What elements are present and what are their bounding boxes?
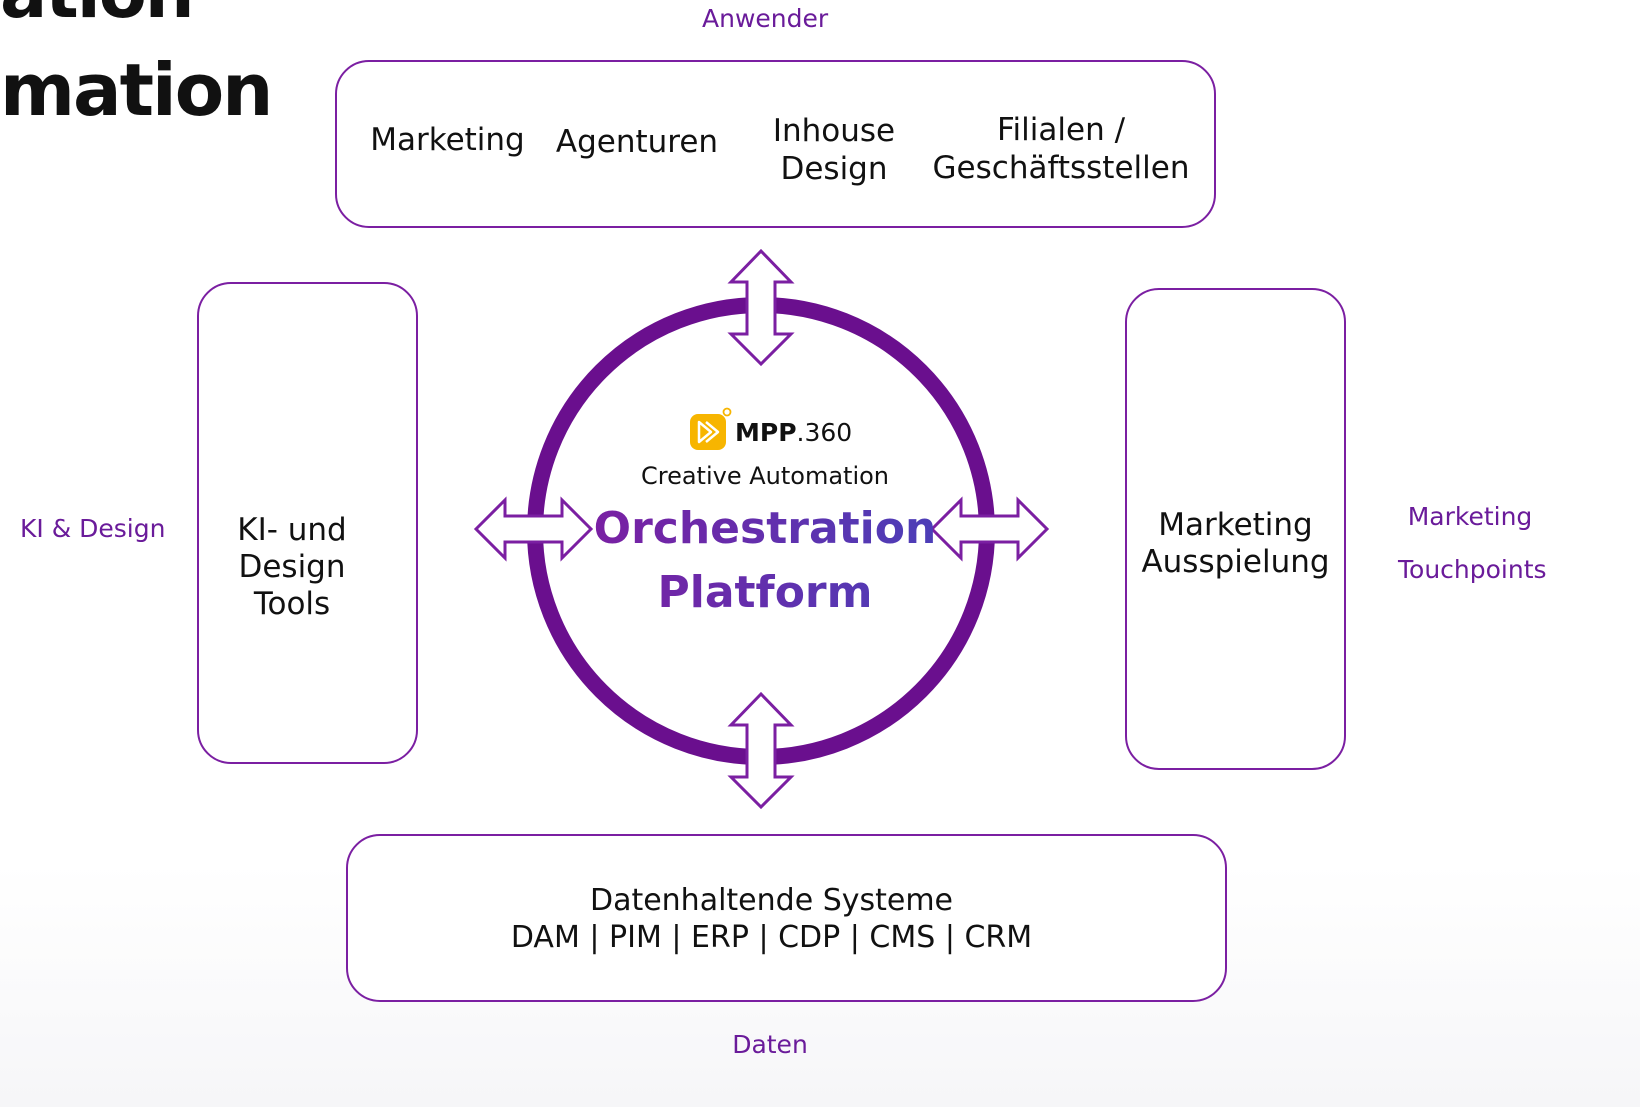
mpp-logo-icon — [690, 407, 732, 450]
ausspielung-line-1: Marketing — [1158, 507, 1313, 543]
user-agenturen: Agenturen — [555, 124, 719, 160]
arrow-left-icon — [473, 496, 594, 562]
arrow-right-icon — [929, 496, 1050, 562]
orchestration-platform-title: Orchestration Platform — [581, 497, 949, 625]
brand-name: MPP.360 — [735, 418, 852, 448]
data-systems-title: Datenhaltende Systeme — [589, 883, 954, 918]
user-inhouse-design: Inhouse Design — [755, 112, 913, 188]
heading-line-1: ation — [0, 0, 195, 34]
user-marketing: Marketing — [370, 122, 525, 158]
users-box — [335, 60, 1216, 228]
user-inhouse-line-2: Design — [780, 151, 888, 187]
label-marketing: Marketing — [1407, 502, 1533, 531]
label-ki-design: KI & Design — [20, 514, 166, 543]
title-platform: Platform — [581, 561, 949, 625]
arrow-bottom-icon — [727, 691, 795, 810]
creative-automation-subtitle: Creative Automation — [640, 462, 890, 490]
marketing-ausspielung-text: Marketing Ausspielung — [1135, 507, 1336, 581]
ki-line-1: KI- und — [237, 512, 347, 548]
user-inhouse-line-1: Inhouse — [772, 113, 896, 149]
brand-name-rest: .360 — [796, 418, 853, 447]
ki-line-3: Tools — [253, 586, 331, 622]
arrow-top-icon — [727, 248, 795, 367]
ki-design-tools-box — [197, 282, 418, 764]
label-anwender: Anwender — [702, 4, 829, 33]
heading-line-2: mation — [0, 48, 273, 132]
user-filialen: Filialen / Geschäftsstellen — [930, 111, 1192, 187]
ausspielung-line-2: Ausspielung — [1141, 544, 1330, 580]
data-systems-box — [346, 834, 1227, 1002]
user-filialen-line-2: Geschäftsstellen — [932, 150, 1190, 186]
title-orchestration: Orchestration — [581, 497, 949, 561]
ki-design-tools-text: KI- und Design Tools — [212, 512, 372, 623]
user-filialen-line-1: Filialen / — [996, 112, 1126, 148]
data-systems-text: Datenhaltende Systeme DAM | PIM | ERP | … — [346, 882, 1197, 956]
label-daten: Daten — [732, 1030, 808, 1059]
ki-line-2: Design — [238, 549, 346, 585]
data-systems-list: DAM | PIM | ERP | CDP | CMS | CRM — [510, 920, 1033, 955]
marketing-ausspielung-box — [1125, 288, 1346, 770]
label-touchpoints: Touchpoints — [1398, 555, 1547, 584]
brand-name-bold: MPP — [735, 418, 797, 447]
